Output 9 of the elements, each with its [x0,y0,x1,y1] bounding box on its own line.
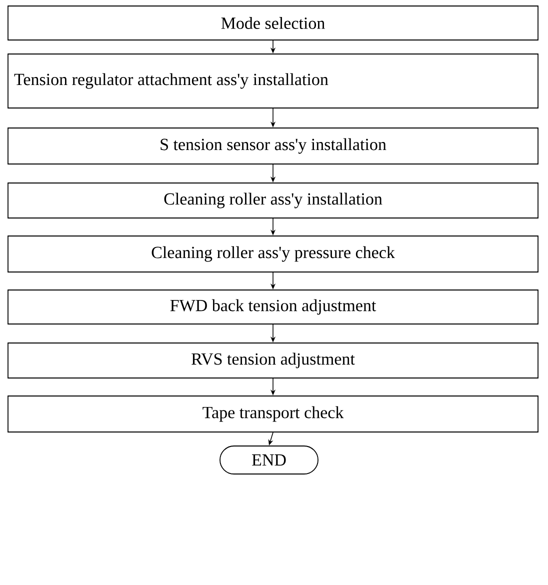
end-terminal: END [220,446,318,474]
process-box: Tape transport check [8,396,538,432]
process-box: Cleaning roller ass'y pressure check [8,236,538,272]
process-box: Mode selection [8,6,538,40]
process-box: RVS tension adjustment [8,342,538,378]
process-box: Cleaning roller ass'y installation [8,182,538,218]
process-box: Tension regulator attachment ass'y installation [8,54,538,108]
process-box: FWD back tension adjustment [8,290,538,324]
process-box: S tension sensor ass'y installation [8,128,538,164]
